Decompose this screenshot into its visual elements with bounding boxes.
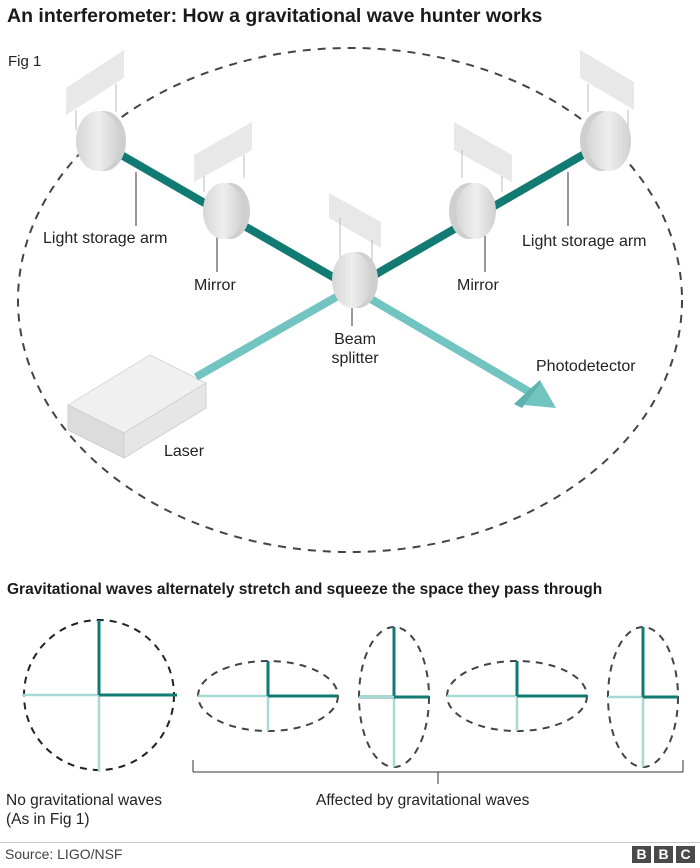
label-mirror-left: Mirror [194,277,236,294]
beam-splitter [332,252,378,308]
laser-beam [194,284,354,381]
laser-box [66,354,208,459]
mirror-near-left [203,183,250,239]
fig-label: Fig 1 [8,53,42,70]
label-light-storage-arm-left: Light storage arm [43,230,168,247]
footer-divider [0,842,700,843]
bbc-logo: B B C [632,846,695,863]
caption-affected: Affected by gravitational waves [316,792,530,809]
mirror-far-left [76,111,126,171]
bbc-logo-letter: B [654,846,673,863]
label-beam-splitter: Beam splitter [322,330,388,368]
label-beam-splitter-line1: Beam [334,331,376,348]
photodetector-beam [349,284,536,398]
source-credit: Source: LIGO/NSF [5,846,123,862]
label-mirror-right: Mirror [457,277,499,294]
label-beam-splitter-line2: splitter [331,350,379,367]
label-light-storage-arm-right: Light storage arm [522,233,647,250]
squeezed-shape-2 [607,626,679,768]
label-laser: Laser [164,443,205,460]
mirror-near-right [449,183,496,239]
caption-no-waves: No gravitational waves (As in Fig 1) [6,791,162,829]
page-title: An interferometer: How a gravitational w… [7,5,543,27]
section-subtitle: Gravitational waves alternately stretch … [7,581,603,598]
mirror-mounts [66,50,634,268]
affected-bracket [192,760,684,784]
label-photodetector: Photodetector [536,358,636,375]
fig1-boundary [17,47,683,553]
bbc-logo-letter: B [632,846,651,863]
caption-no-waves-line1: No gravitational waves [6,792,162,809]
stretched-shape-2 [446,660,588,732]
stretched-shape-1 [197,660,339,732]
no-waves-shape [22,619,177,772]
bbc-logo-letter: C [676,846,695,863]
caption-no-waves-line2: (As in Fig 1) [6,811,90,828]
squeezed-shape-1 [358,626,430,768]
mirror-far-right [580,111,631,171]
